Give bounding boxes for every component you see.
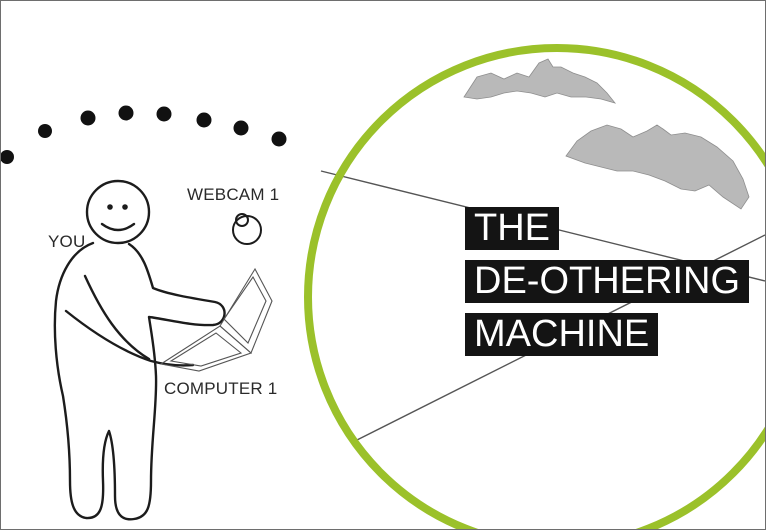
focus-circle (304, 44, 765, 529)
laptop-icon (159, 267, 273, 372)
person-arm-line (64, 309, 195, 367)
person-head (85, 179, 151, 245)
label-computer: COMPUTER 1 (164, 379, 278, 398)
title-line-2: DE-OTHERING (465, 260, 749, 303)
person-icon (53, 179, 226, 521)
bat-icon (565, 124, 750, 210)
label-webcam: WEBCAM 1 (187, 185, 280, 204)
bat-icon (463, 58, 617, 104)
person-body-outline (53, 241, 226, 521)
person-arm-inner (83, 274, 151, 361)
webcam-icon (232, 213, 262, 245)
person-left-eye (107, 204, 113, 210)
person-right-eye (122, 204, 128, 210)
title-line-3: MACHINE (465, 313, 659, 356)
person-mouth (100, 222, 136, 232)
dotted-arc (1, 105, 287, 164)
title-line-1: THE (465, 207, 559, 250)
label-you: YOU (48, 232, 86, 251)
